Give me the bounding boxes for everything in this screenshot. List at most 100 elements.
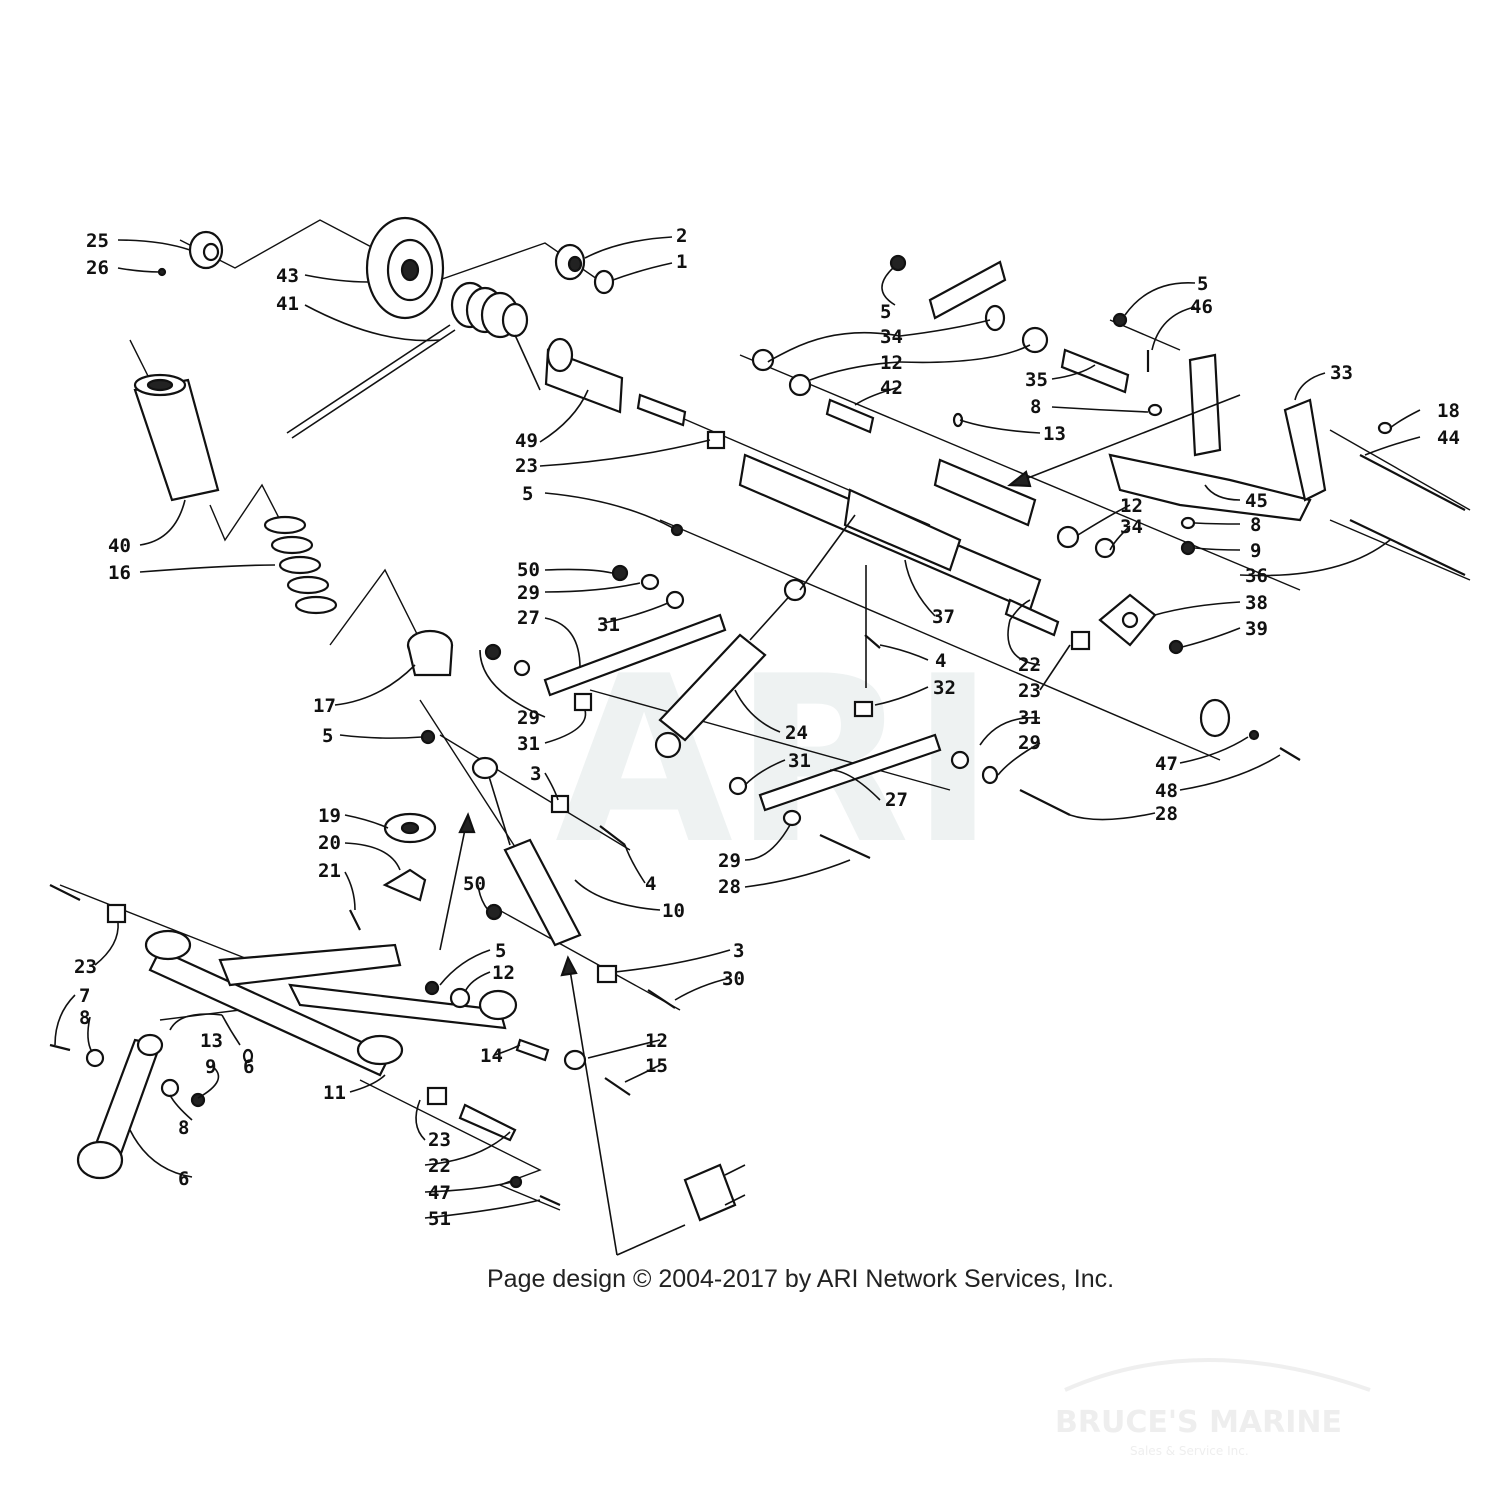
part-bumper-19	[383, 812, 437, 844]
callout-50: 50	[517, 559, 540, 581]
part-link-27-bottom	[758, 733, 942, 812]
brand-watermark: BRUCE'S MARINE Sales & Service Inc.	[1055, 1358, 1371, 1458]
callout-12: 12	[1120, 495, 1143, 517]
callout-2: 2	[676, 225, 687, 247]
callout-12: 12	[880, 352, 903, 374]
callout-50: 50	[463, 873, 486, 895]
callout-44: 44	[1437, 427, 1460, 449]
part-coil-spring-16	[263, 515, 338, 615]
callout-45: 45	[1245, 490, 1268, 512]
callout-31: 31	[597, 614, 620, 636]
callout-9: 9	[1250, 540, 1261, 562]
callout-3: 3	[733, 940, 744, 962]
callout-42: 42	[880, 377, 903, 399]
label-leaders	[54, 236, 1421, 1219]
callout-29: 29	[517, 582, 540, 604]
callout-34: 34	[880, 326, 903, 348]
ari-watermark: ARI	[555, 628, 996, 895]
callout-1: 1	[676, 251, 687, 273]
part-end-plate-47	[1199, 698, 1231, 738]
part-shock-boot-40	[133, 373, 220, 502]
callout-11: 11	[323, 1082, 346, 1104]
callout-8: 8	[1030, 396, 1041, 418]
brand-tagline: Sales & Service Inc.	[1130, 1444, 1249, 1458]
part-shaft-42	[825, 398, 875, 434]
callout-15: 15	[645, 1055, 668, 1077]
callout-34: 34	[1120, 516, 1143, 538]
callout-14: 14	[480, 1045, 503, 1067]
part-bolt-44	[1359, 454, 1466, 511]
callout-31: 31	[1018, 707, 1041, 729]
callout-12: 12	[492, 962, 515, 984]
callout-4: 4	[935, 650, 946, 672]
callout-29: 29	[1018, 732, 1041, 754]
part-bolt-28-right	[1019, 789, 1071, 816]
assembly-arrows	[439, 394, 1241, 1256]
part-front-arm-6	[76, 1033, 164, 1180]
small-hardware	[49, 254, 1393, 1207]
callout-23: 23	[515, 455, 538, 477]
callout-5: 5	[522, 483, 533, 505]
part-bushing-23-top	[706, 430, 726, 450]
part-spacer-tube-49	[544, 337, 624, 414]
copyright-notice: Page design © 2004-2017 by ARI Network S…	[487, 1265, 1114, 1293]
callout-41: 41	[276, 293, 299, 315]
callout-32: 32	[933, 677, 956, 699]
callout-46: 46	[1190, 296, 1213, 318]
callout-5: 5	[880, 301, 891, 323]
callout-20: 20	[318, 832, 341, 854]
part-rear-axle-37	[738, 453, 1042, 612]
callout-18: 18	[1437, 400, 1460, 422]
callout-24: 24	[785, 722, 808, 744]
callout-8: 8	[1250, 514, 1261, 536]
part-pin-14	[515, 1038, 550, 1062]
part-bolt-36	[1349, 519, 1466, 576]
part-collar-25	[188, 230, 224, 270]
callout-47: 47	[1155, 753, 1178, 775]
callout-9: 9	[205, 1056, 216, 1078]
callout-23: 23	[74, 956, 97, 978]
callout-4: 4	[645, 873, 656, 895]
callout-35: 35	[1025, 369, 1048, 391]
callout-29: 29	[718, 850, 741, 872]
part-mount-bracket	[683, 1163, 746, 1222]
callout-33: 33	[1330, 362, 1353, 384]
part-shaft-pin	[636, 393, 687, 427]
callout-23: 23	[1018, 680, 1041, 702]
callout-51: 51	[428, 1208, 451, 1230]
callout-21: 21	[318, 860, 341, 882]
part-rear-arm-33	[1108, 353, 1327, 522]
callout-49: 49	[515, 430, 538, 452]
callout-22: 22	[1018, 654, 1041, 676]
callout-5: 5	[322, 725, 333, 747]
callout-13: 13	[200, 1030, 223, 1052]
part-shock-absorber-24	[654, 578, 807, 759]
part-pivot-bracket	[751, 260, 1049, 397]
callout-43: 43	[276, 265, 299, 287]
part-shaft-35	[1060, 348, 1130, 394]
callout-17: 17	[313, 695, 336, 717]
callout-38: 38	[1245, 592, 1268, 614]
callout-30: 30	[722, 968, 745, 990]
callout-8: 8	[178, 1117, 189, 1139]
part-end-cap-38	[1098, 593, 1157, 647]
callout-48: 48	[1155, 780, 1178, 802]
callout-47: 47	[428, 1182, 451, 1204]
callout-6: 6	[178, 1168, 189, 1190]
callout-5: 5	[495, 940, 506, 962]
callout-25: 25	[86, 230, 109, 252]
part-torsion-spring-41	[286, 281, 541, 439]
callout-31: 31	[517, 733, 540, 755]
part-idler-wheel-43	[365, 216, 445, 320]
callout-29: 29	[517, 707, 540, 729]
part-bushing-23-right	[1070, 630, 1091, 651]
callout-19: 19	[318, 805, 341, 827]
callout-36: 36	[1245, 565, 1268, 587]
callout-27: 27	[517, 607, 540, 629]
callout-22: 22	[428, 1155, 451, 1177]
part-link-27-top	[543, 613, 727, 697]
callout-31: 31	[788, 750, 811, 772]
callout-13: 13	[1043, 423, 1066, 445]
callout-8: 8	[79, 1007, 90, 1029]
